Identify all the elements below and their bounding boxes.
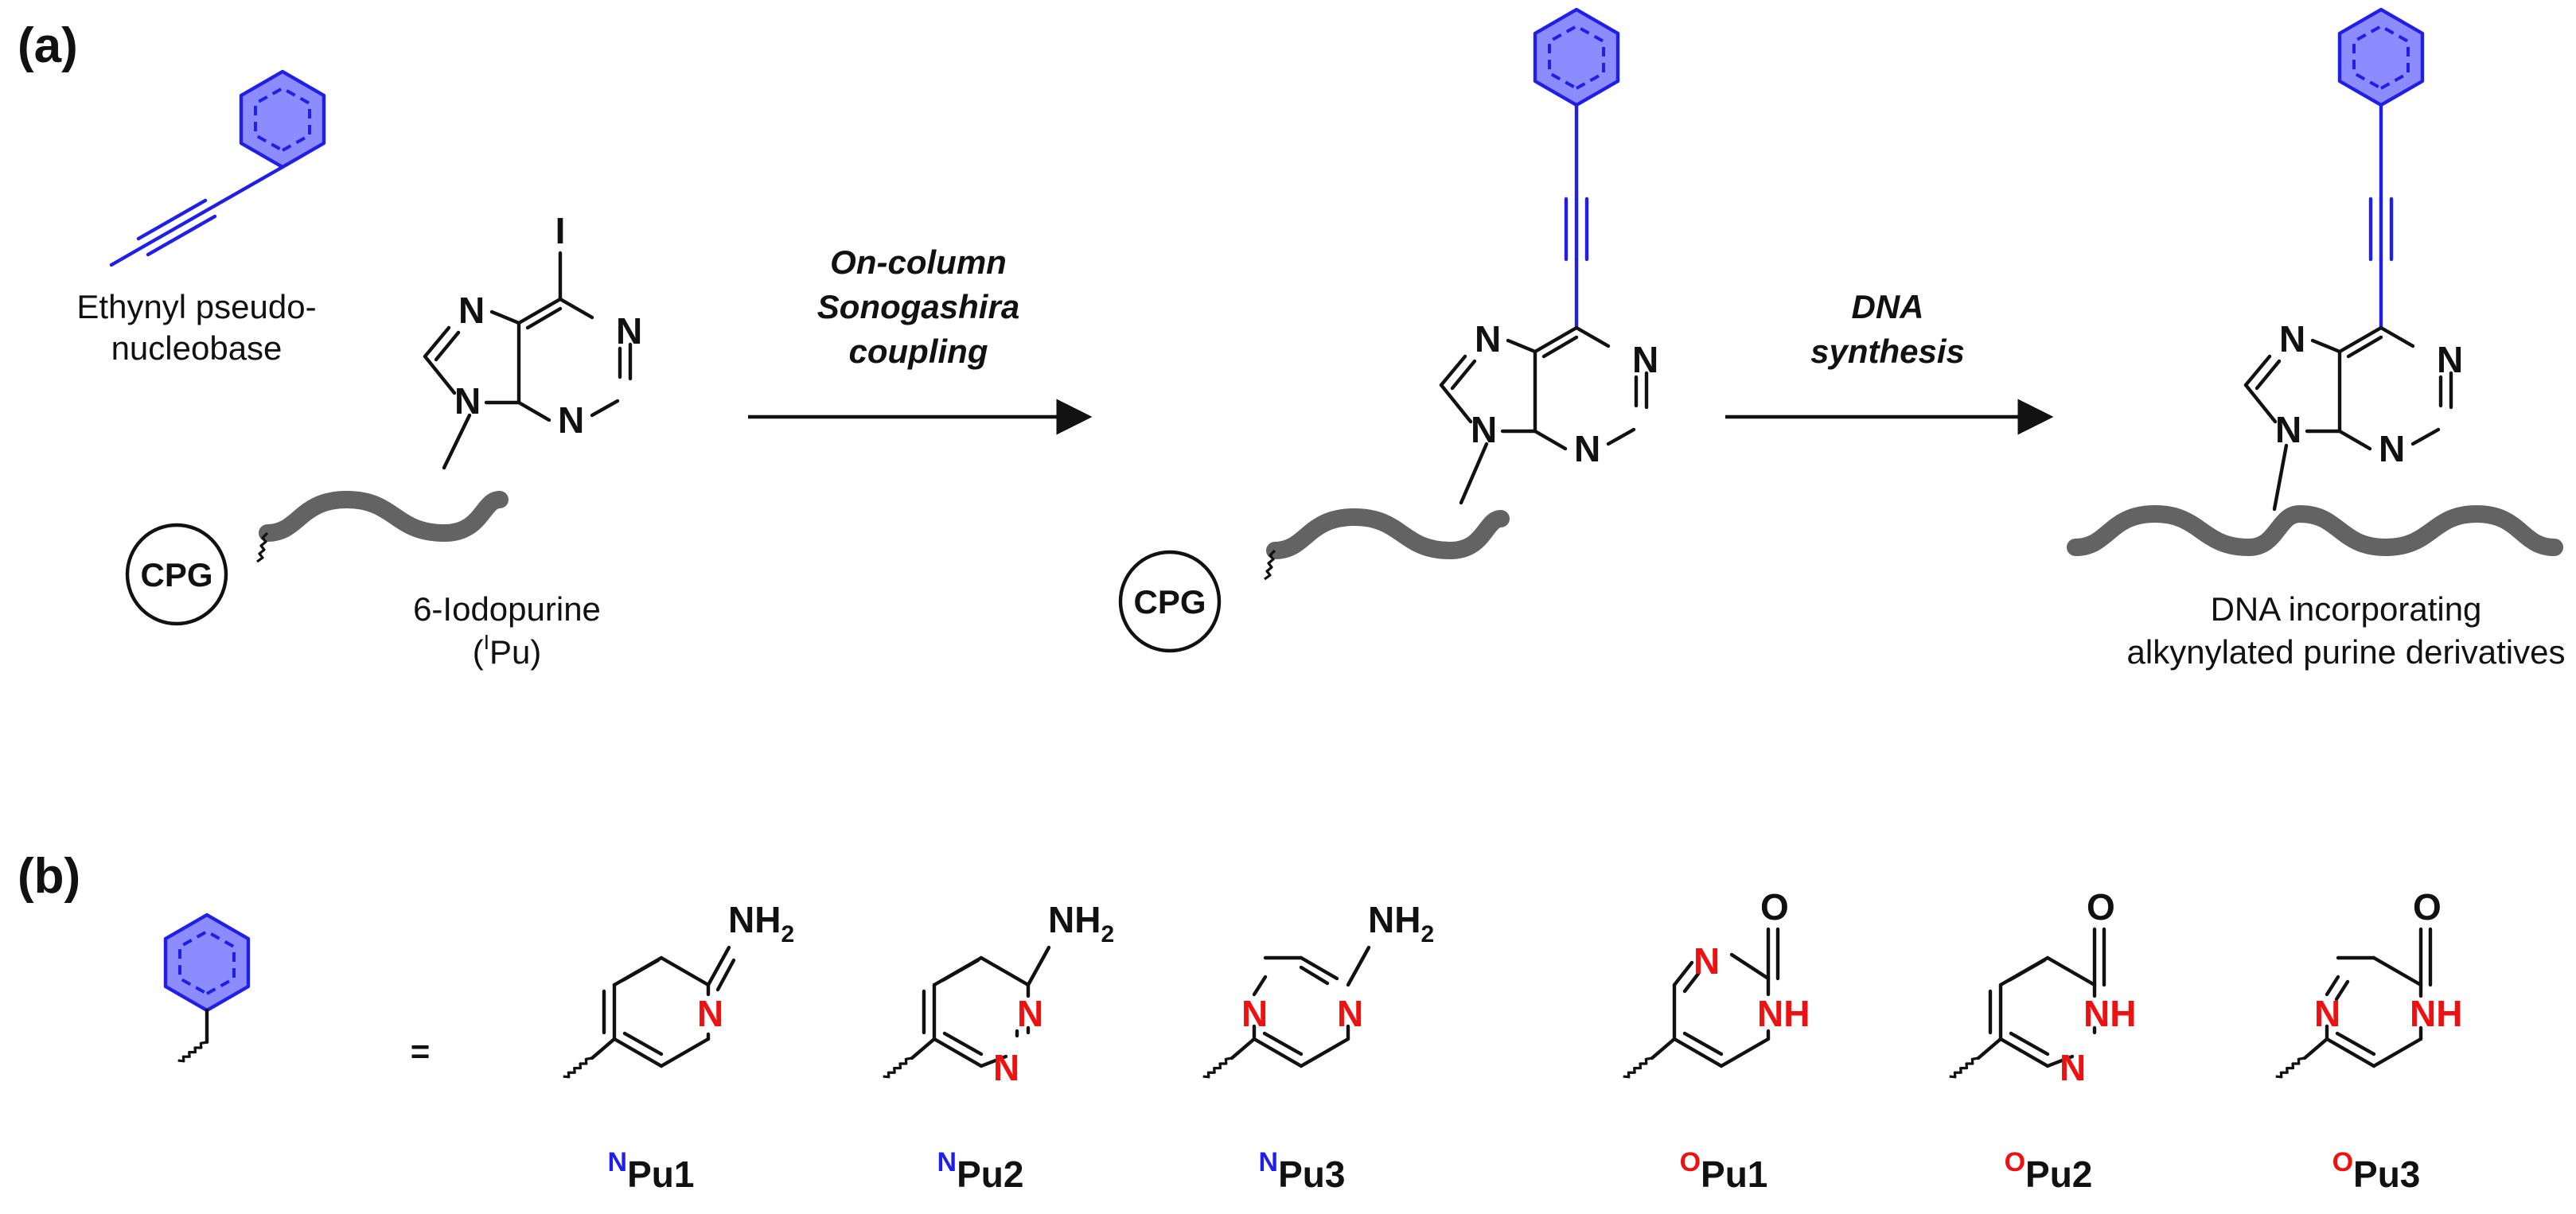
- dna-helix-icon-2: [1266, 508, 1510, 560]
- atom-o: O: [2413, 886, 2442, 928]
- ethynyl-label-line1: Ethynyl pseudo-: [76, 288, 316, 325]
- cpg-bead-icon-2: CPG: [1118, 550, 1222, 653]
- atom-n-red: N: [2314, 993, 2340, 1034]
- iodopurine-name: 6-Iodopurine: [413, 590, 601, 628]
- atom-nh2: NH2: [728, 899, 794, 947]
- iodopurine-abbreviation: (IPu): [473, 630, 542, 671]
- atom-nh-red: NH: [2083, 993, 2136, 1034]
- step2-line1: DNA: [1852, 288, 1924, 325]
- panel-a-label: (a): [18, 18, 78, 73]
- npu3-structure: N N NH2: [1202, 899, 1434, 1085]
- compound-label-npu2: NPu2: [937, 1147, 1024, 1195]
- atom-iodine: I: [555, 210, 566, 251]
- compound-label-opu1: OPu1: [1680, 1147, 1768, 1195]
- cpg-bead-icon: CPG: [125, 523, 228, 626]
- iodopurine-structure: I: [425, 210, 642, 470]
- opu1-structure: N NH O: [1622, 886, 1810, 1085]
- compound-label-opu3: OPu3: [2332, 1147, 2421, 1195]
- cpg-label-2: CPG: [1133, 583, 1206, 621]
- atom-nh-red: NH: [2410, 993, 2462, 1034]
- atom-n-red: N: [1017, 993, 1043, 1034]
- compound-label-npu3: NPu3: [1259, 1147, 1346, 1195]
- atom-n-red: N: [993, 1047, 1019, 1088]
- atom-n-red: N: [1337, 993, 1363, 1034]
- generic-pseudonucleobase: [166, 915, 248, 1069]
- cpg-label: CPG: [140, 556, 212, 593]
- step1-line1: On-column: [830, 243, 1007, 281]
- equals-sign: =: [411, 1033, 431, 1070]
- step1-line3: coupling: [849, 333, 988, 370]
- ethynyl-label-line2: nucleobase: [111, 329, 283, 367]
- dna-strand-icon: [2067, 504, 2563, 557]
- product-label-line1: DNA incorporating: [2211, 590, 2482, 628]
- step2-line2: synthesis: [1810, 333, 1965, 370]
- alkynylated-purine-in-dna: [2246, 10, 2463, 512]
- atom-nh2: NH2: [1368, 899, 1434, 947]
- atom-o: O: [1760, 886, 1789, 928]
- opu2-structure: NH N O: [1948, 886, 2136, 1088]
- opu3-structure: N NH O: [2274, 886, 2462, 1085]
- atom-n-red: N: [697, 993, 723, 1034]
- product-label-line2: alkynylated purine derivatives: [2127, 633, 2566, 671]
- step1-line2: Sonogashira: [817, 288, 1019, 325]
- atom-o: O: [2087, 886, 2115, 928]
- dna-helix-icon: [259, 490, 509, 543]
- npu2-structure: N N NH2: [882, 899, 1114, 1088]
- atom-n-red: N: [1241, 993, 1268, 1034]
- npu1-structure: N NH2: [562, 899, 794, 1085]
- panel-b-label: (b): [18, 849, 80, 904]
- atom-n-red: N: [1693, 940, 1720, 982]
- compound-label-npu1: NPu1: [608, 1147, 695, 1195]
- atom-nh-red: NH: [1757, 993, 1810, 1034]
- atom-n-red: N: [2060, 1047, 2086, 1088]
- atom-nh2: NH2: [1048, 899, 1114, 947]
- compound-label-opu2: OPu2: [2005, 1147, 2093, 1195]
- ethynyl-pseudonucleobase: [109, 72, 324, 267]
- alkynylated-purine-on-cpg: [1441, 10, 1658, 505]
